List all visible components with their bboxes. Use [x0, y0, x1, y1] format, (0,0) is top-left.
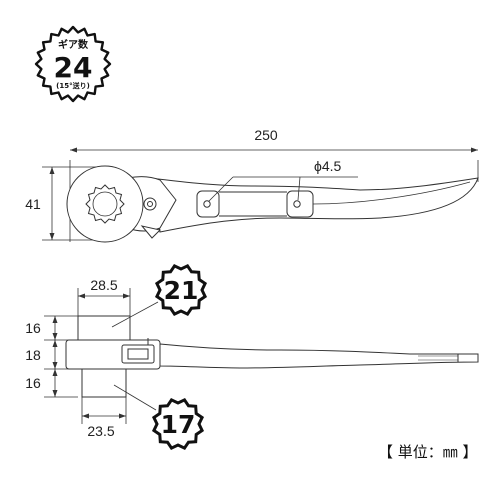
hole-diameter-leader — [208, 176, 358, 202]
overall-length-label: 250 — [254, 127, 278, 143]
unit-note: 【 単位：㎜ 】 — [378, 443, 478, 461]
badge-swing-note: (15°送り) — [56, 81, 90, 90]
wrench-side-view — [65, 315, 479, 398]
badge-seal-outline — [34, 25, 112, 103]
head-height-dimension — [42, 166, 98, 241]
large-socket-size-label: 21 — [164, 276, 199, 305]
large-socket-outline — [154, 263, 208, 317]
big-head-width-label: 28.5 — [90, 277, 117, 293]
top-view-socket — [85, 184, 125, 224]
small-socket-size-label: 17 — [161, 410, 196, 439]
large-socket-size-badge: 21 — [154, 263, 208, 317]
small-socket-outline — [151, 397, 205, 451]
small-head-width-label: 23.5 — [87, 423, 114, 439]
socket-size-leaders — [111, 301, 159, 411]
wrench-top-view — [66, 165, 479, 243]
hole-diameter-label: ϕ4.5 — [314, 158, 342, 174]
big-head-width-dimension — [77, 288, 131, 316]
gear-count-badge: ギア数 24 (15°送り) — [34, 25, 112, 103]
small-head-width-dimension — [81, 397, 127, 424]
lower-thickness-label: 16 — [25, 375, 41, 391]
badge-gear-count: 24 — [54, 51, 93, 84]
badge-label: ギア数 — [58, 38, 89, 51]
middle-thickness-label: 18 — [25, 347, 41, 363]
small-socket-size-badge: 17 — [151, 397, 205, 451]
upper-thickness-label: 16 — [25, 320, 41, 336]
head-height-label: 41 — [25, 196, 41, 212]
